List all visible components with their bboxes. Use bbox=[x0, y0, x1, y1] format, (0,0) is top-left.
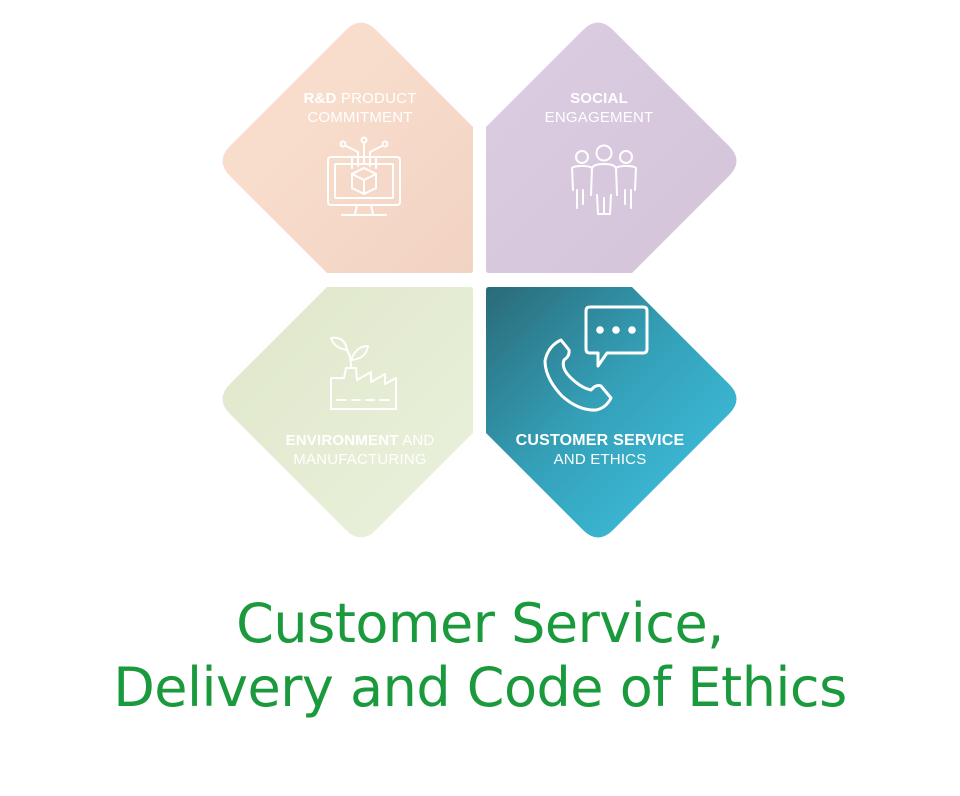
quadrant-diagram bbox=[222, 22, 737, 538]
petal-label-customer-service: CUSTOMER SERVICE AND ETHICS bbox=[515, 432, 685, 468]
phone-chat-icon bbox=[543, 305, 649, 412]
chat-dots bbox=[596, 326, 636, 334]
petal-label-social-engagement: SOCIAL ENGAGEMENT bbox=[544, 90, 654, 126]
page-title: Customer Service, Delivery and Code of E… bbox=[0, 592, 960, 720]
petal-environment-manufacturing bbox=[222, 287, 473, 538]
factory-leaf-icon bbox=[330, 336, 397, 410]
petal-label-rd-product: R&D PRODUCT COMMITMENT bbox=[303, 90, 417, 126]
page-title-line-1: Customer Service, bbox=[236, 592, 724, 655]
petal-social-engagement bbox=[486, 22, 737, 273]
monitor-cube-icon bbox=[327, 136, 401, 216]
people-group-icon bbox=[571, 144, 637, 215]
petal-label-environment-manufacturing: ENVIRONMENT AND MANUFACTURING bbox=[285, 432, 435, 468]
page-title-line-2: Delivery and Code of Ethics bbox=[113, 656, 847, 719]
petal-customer-service bbox=[486, 287, 737, 538]
